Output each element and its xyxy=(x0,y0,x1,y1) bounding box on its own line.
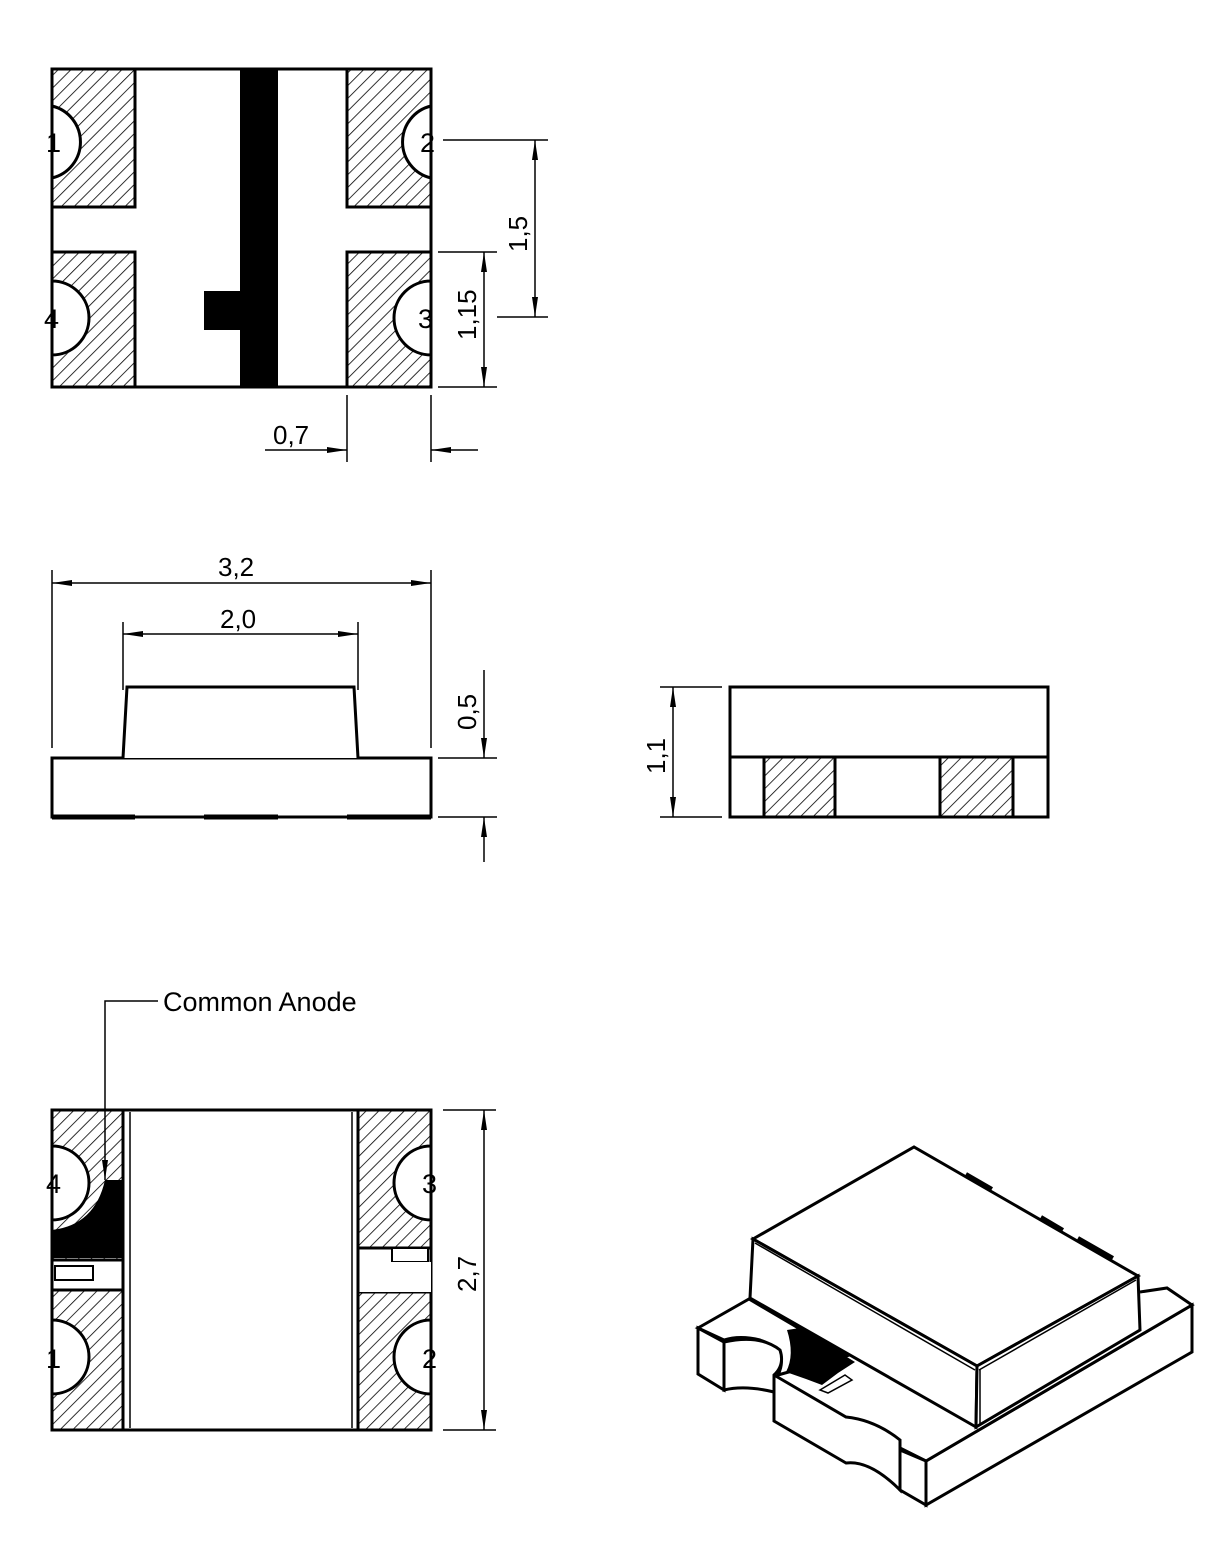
bottom-pin-label-1: 1 xyxy=(46,1344,61,1374)
dim-pad-length: 1,15 xyxy=(452,289,482,340)
pad-1 xyxy=(50,67,137,209)
dim-overall-length: 3,2 xyxy=(218,552,254,582)
dim-overall-height: 1,1 xyxy=(641,738,671,774)
top-view: 1 2 3 4 1,5 1,15 0,7 xyxy=(44,67,548,462)
polarity-mark xyxy=(204,291,240,330)
bottom-pin-label-2: 2 xyxy=(422,1344,437,1374)
bottom-pin-label-4: 4 xyxy=(46,1169,61,1199)
common-anode-callout: Common Anode xyxy=(163,987,357,1017)
pin-label-4: 4 xyxy=(44,304,59,334)
isometric-view xyxy=(694,1145,1195,1508)
pin-label-1: 1 xyxy=(46,128,61,158)
dim-pitch: 1,5 xyxy=(503,216,533,252)
pin-label-2: 2 xyxy=(420,128,435,158)
bottom-view: 4 3 1 2 Common Anode 2,7 xyxy=(46,987,496,1432)
dim-lens-height: 0,5 xyxy=(452,694,482,730)
callout-leader xyxy=(102,1000,158,1180)
pin-label-3: 3 xyxy=(418,304,433,334)
pad-3 xyxy=(345,250,433,389)
pad-2 xyxy=(345,67,433,209)
side-view: 3,2 2,0 0,5 xyxy=(50,552,497,862)
end-view: 1,1 xyxy=(641,685,1050,819)
side-base xyxy=(50,756,433,819)
dim-lens-length: 2,0 xyxy=(220,604,256,634)
bottom-pin-label-3: 3 xyxy=(422,1169,437,1199)
dim-pad-width: 0,7 xyxy=(273,420,309,450)
dim-overall-width: 2,7 xyxy=(452,1256,482,1292)
cathode-bar xyxy=(240,69,278,387)
pad-4 xyxy=(50,250,137,389)
side-lens xyxy=(121,685,360,759)
